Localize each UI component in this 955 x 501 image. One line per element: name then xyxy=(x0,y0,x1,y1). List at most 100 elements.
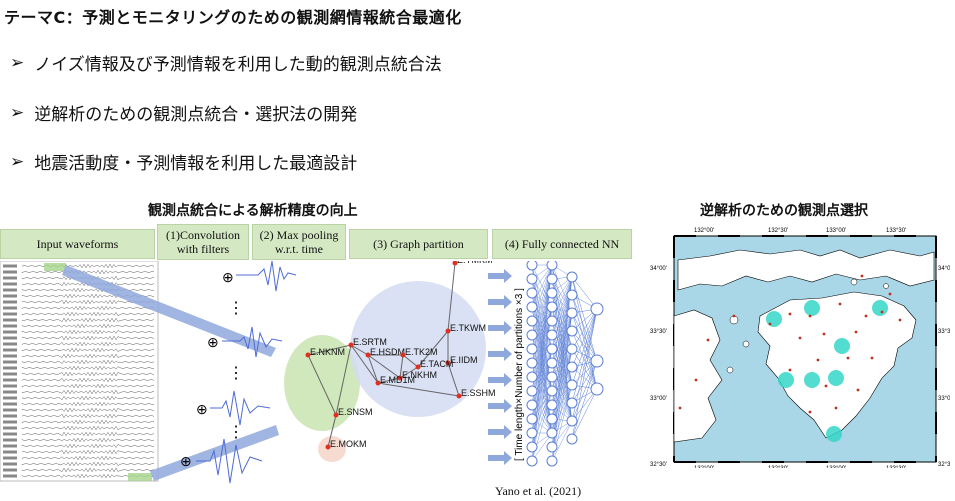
nn-output-neuron xyxy=(590,382,604,396)
nn-neuron xyxy=(526,371,538,383)
honshu-land xyxy=(677,249,935,291)
step-graph-partition: (3) Graph partition xyxy=(349,229,488,259)
selected-station-marker xyxy=(872,300,888,316)
nn-neuron xyxy=(566,325,578,337)
page-title: テーマC：予測とモニタリングのための観測網情報統合最適化 xyxy=(4,8,462,27)
station-label: E.YMKM xyxy=(457,261,493,265)
citation: Yano et al. (2021) xyxy=(495,484,582,498)
graph-edge xyxy=(350,344,369,356)
graph-node xyxy=(333,412,339,418)
graph-node xyxy=(397,375,403,381)
station-label: E.SNSM xyxy=(338,407,373,417)
nn-neuron xyxy=(546,441,558,453)
graph-node xyxy=(400,352,406,358)
bullet-text: 地震活動度・予測情報を利用した最適設計 xyxy=(34,154,358,174)
station-dot xyxy=(898,318,902,322)
station-dot xyxy=(788,312,792,316)
graph-node xyxy=(452,261,458,266)
station-dot xyxy=(838,302,842,306)
lon-tick-label: 132°00' xyxy=(694,466,714,468)
nn-neuron xyxy=(526,413,538,425)
nn-neuron xyxy=(566,361,578,373)
station-dot xyxy=(694,378,698,382)
nn-neuron xyxy=(546,399,558,411)
station-dot xyxy=(768,322,772,326)
station-dot xyxy=(808,314,812,318)
nn-neuron xyxy=(526,399,538,411)
nn-neuron xyxy=(546,371,558,383)
nn-neuron xyxy=(566,379,578,391)
arrow-bullet-icon: ➢ xyxy=(10,151,25,172)
nn-neuron xyxy=(566,289,578,301)
graph-node xyxy=(348,342,354,348)
nn-neuron xyxy=(566,307,578,319)
nn-neuron xyxy=(546,315,558,327)
graph-edge xyxy=(417,330,449,368)
graph-node xyxy=(415,364,421,370)
station-dot xyxy=(798,336,802,340)
step-input-waveforms: Input waveforms xyxy=(0,229,155,259)
flow-arrow-top xyxy=(62,265,276,357)
lat-tick-label: 33°30' xyxy=(938,329,950,335)
ellipsis-icon: ⋮ xyxy=(228,300,244,317)
nn-output-neuron xyxy=(590,302,604,316)
selected-station-marker xyxy=(804,372,820,388)
nn-neuron xyxy=(566,433,578,445)
graph-edge xyxy=(447,262,456,332)
graph-node xyxy=(445,328,451,334)
bullet-text: 逆解析のための観測点統合・選択法の開発 xyxy=(34,105,358,125)
nn-neuron xyxy=(566,343,578,355)
graph-edge xyxy=(307,344,352,356)
graph-node xyxy=(305,352,311,358)
station-dot xyxy=(732,314,736,318)
lat-tick-label: 32°30' xyxy=(938,462,950,468)
nn-neuron xyxy=(546,343,558,355)
station-label: E.SSHM xyxy=(461,388,496,398)
station-map: 132°00' 132°30' 133°00' 133°30' 132°00' … xyxy=(650,228,950,468)
station-dot xyxy=(864,314,868,318)
nn-neuron xyxy=(526,385,538,397)
islands xyxy=(726,278,889,374)
nn-output-neuron xyxy=(590,354,604,368)
station-label: E.SRTM xyxy=(353,337,387,347)
lat-tick-label: 32°30' xyxy=(650,462,667,468)
nn-neuron xyxy=(546,329,558,341)
plus-icon: ⊕ xyxy=(180,453,192,469)
cnn-graph-diagram: ⊕ ⋮ ⊕ ⋮ ⊕ ⋮ ⊕ E.YMKME.TKWME.IIDME.SSHME.… xyxy=(0,261,604,484)
station-dot xyxy=(808,410,812,414)
plus-icon: ⊕ xyxy=(222,269,234,285)
plus-icon: ⊕ xyxy=(196,401,208,417)
lon-tick-label: 132°30' xyxy=(768,466,788,468)
lon-tick-label: 133°30' xyxy=(886,466,906,468)
nn-neuron xyxy=(526,301,538,313)
station-dot xyxy=(824,384,828,388)
convolution-filters: ⊕ ⋮ ⊕ ⋮ ⊕ ⋮ ⊕ xyxy=(180,261,297,484)
fully-connected-network xyxy=(526,261,604,467)
graph-node xyxy=(375,380,381,386)
nn-neuron xyxy=(566,415,578,427)
station-dot xyxy=(816,358,820,362)
station-dot xyxy=(846,356,850,360)
step-fully-connected-nn: (4) Fully connected NN xyxy=(492,229,632,259)
nn-neuron xyxy=(546,385,558,397)
nn-neuron xyxy=(526,357,538,369)
station-dot xyxy=(856,388,860,392)
nn-neuron xyxy=(526,441,538,453)
nn-neuron xyxy=(526,261,538,271)
graph-edge xyxy=(367,354,379,384)
nn-neuron xyxy=(526,329,538,341)
lon-tick-label: 133°00' xyxy=(826,466,846,468)
lat-tick-label: 33°00' xyxy=(650,396,667,402)
station-dot xyxy=(706,338,710,342)
graph-edge xyxy=(327,414,337,448)
left-panel-title: 観測点統合による解析精度の向上 xyxy=(148,203,358,219)
station-dot xyxy=(678,406,682,410)
station-label: E.MOKM xyxy=(330,439,367,449)
lat-tick-label: 33°30' xyxy=(650,329,667,335)
graph-edge xyxy=(350,344,379,384)
station-dot xyxy=(788,368,792,372)
kyushu-land xyxy=(673,309,723,443)
partition-red xyxy=(318,436,346,462)
ellipsis-icon: ⋮ xyxy=(228,424,244,441)
station-label: E.HSDM xyxy=(370,347,405,357)
